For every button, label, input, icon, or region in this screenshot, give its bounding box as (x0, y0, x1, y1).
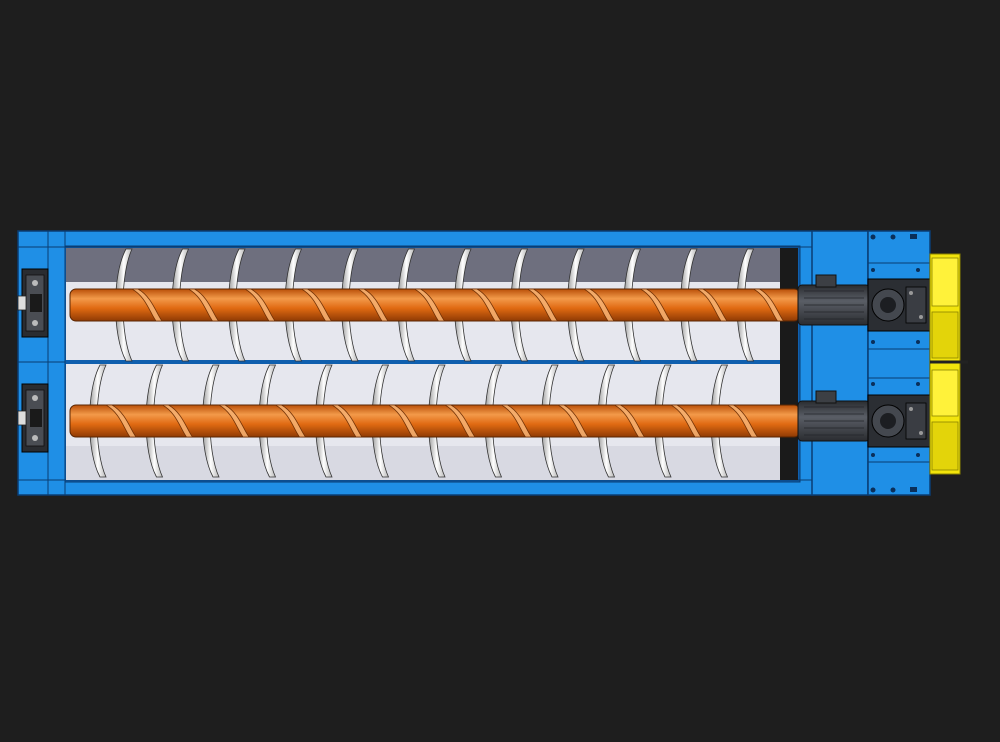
screw-flight (623, 248, 642, 362)
bearing-center (30, 409, 42, 427)
screw-flight (258, 364, 277, 478)
screw-flight (597, 364, 616, 478)
screw-flight (397, 248, 416, 362)
motor-upper (797, 274, 931, 332)
bearing-center (30, 294, 42, 312)
screw-flight (680, 248, 698, 362)
screw-flight (428, 364, 446, 478)
end-plate-gap (780, 248, 798, 480)
bearing-left-upper (17, 268, 49, 338)
screw-flight-edge (669, 404, 702, 438)
screw-conveyor-lower (69, 364, 801, 478)
bearing-shaft-end (17, 295, 27, 311)
gear-reducer-bolt (909, 407, 913, 411)
screw-flight-edge (243, 288, 276, 322)
bearing-bolt (32, 395, 38, 401)
frame-bolts (870, 234, 920, 493)
screw-flight-edge (638, 288, 672, 322)
screw-flight-edge (356, 288, 389, 322)
screw-conveyor-upper (69, 248, 801, 362)
gear-reducer-bolt (919, 431, 923, 435)
screw-flight-edge (273, 404, 307, 438)
screw-flight (484, 364, 503, 478)
screw-flight (710, 364, 729, 478)
bearing-left-lower (17, 383, 49, 453)
gearbox (929, 253, 968, 475)
screw-flight-edge (751, 288, 785, 322)
screw-flight-edge (499, 404, 533, 438)
screw-flight-edge (160, 404, 194, 438)
bearing-bolt (32, 435, 38, 441)
screw-flight (145, 364, 164, 478)
screw-flight (567, 248, 585, 362)
screw-flight (736, 248, 755, 362)
screw-flight-edge (330, 404, 363, 438)
screw-flight (371, 364, 390, 478)
screw-flight-edge (186, 288, 220, 322)
screw-flight (202, 364, 220, 478)
gear-reducer-bolt (909, 291, 913, 295)
screw-flight-edge (217, 404, 250, 438)
screw-flight (284, 248, 303, 362)
screw-flight (541, 364, 559, 478)
bearing-bolt (32, 280, 38, 286)
screw-flight (341, 248, 359, 362)
screw-flight-edge (525, 288, 559, 322)
motor-lower (797, 390, 931, 448)
screw-flight (171, 248, 190, 362)
screw-flight (510, 248, 529, 362)
gear-reducer-cover (905, 286, 927, 324)
gear-reducer-hub (880, 297, 896, 313)
screw-flight-edge (104, 404, 137, 438)
gear-reducer-cover (905, 402, 927, 440)
screw-flight-edge (469, 288, 502, 322)
screw-flight-edge (386, 404, 420, 438)
bearing-shaft-end (17, 410, 27, 426)
motor-terminal-box (815, 274, 837, 288)
gear-reducer-hub (880, 413, 896, 429)
bearing-bolt (32, 320, 38, 326)
screw-flight (89, 364, 107, 478)
screw-flight-edge (443, 404, 476, 438)
screw-flight-edge (556, 404, 589, 438)
screw-flight (228, 248, 246, 362)
screw-flight (115, 248, 133, 362)
screw-flight-edge (412, 288, 446, 322)
trough-divider (66, 360, 798, 364)
screw-flight (454, 248, 472, 362)
screw-flight-edge (130, 288, 163, 322)
screw-flight (654, 364, 672, 478)
screw-flight-edge (582, 288, 615, 322)
motor-terminal-box (815, 390, 837, 404)
screw-flight-edge (299, 288, 333, 322)
screw-flight (315, 364, 333, 478)
gear-reducer-bolt (919, 315, 923, 319)
screw-flight-edge (695, 288, 728, 322)
screw-flight-edge (612, 404, 646, 438)
screw-flight-edge (725, 404, 759, 438)
